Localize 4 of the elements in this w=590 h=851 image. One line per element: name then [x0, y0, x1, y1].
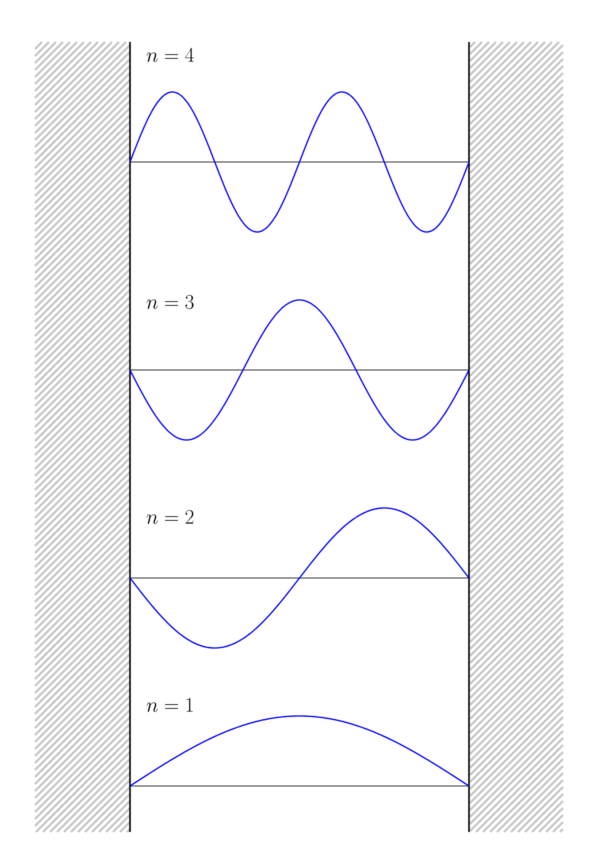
level-label: $n = 3$ — [146, 294, 194, 309]
level-label: $n = 2$ — [146, 510, 194, 524]
level-label: $n = 1$ — [146, 698, 193, 712]
level-label: $n = 4$ — [146, 48, 194, 62]
